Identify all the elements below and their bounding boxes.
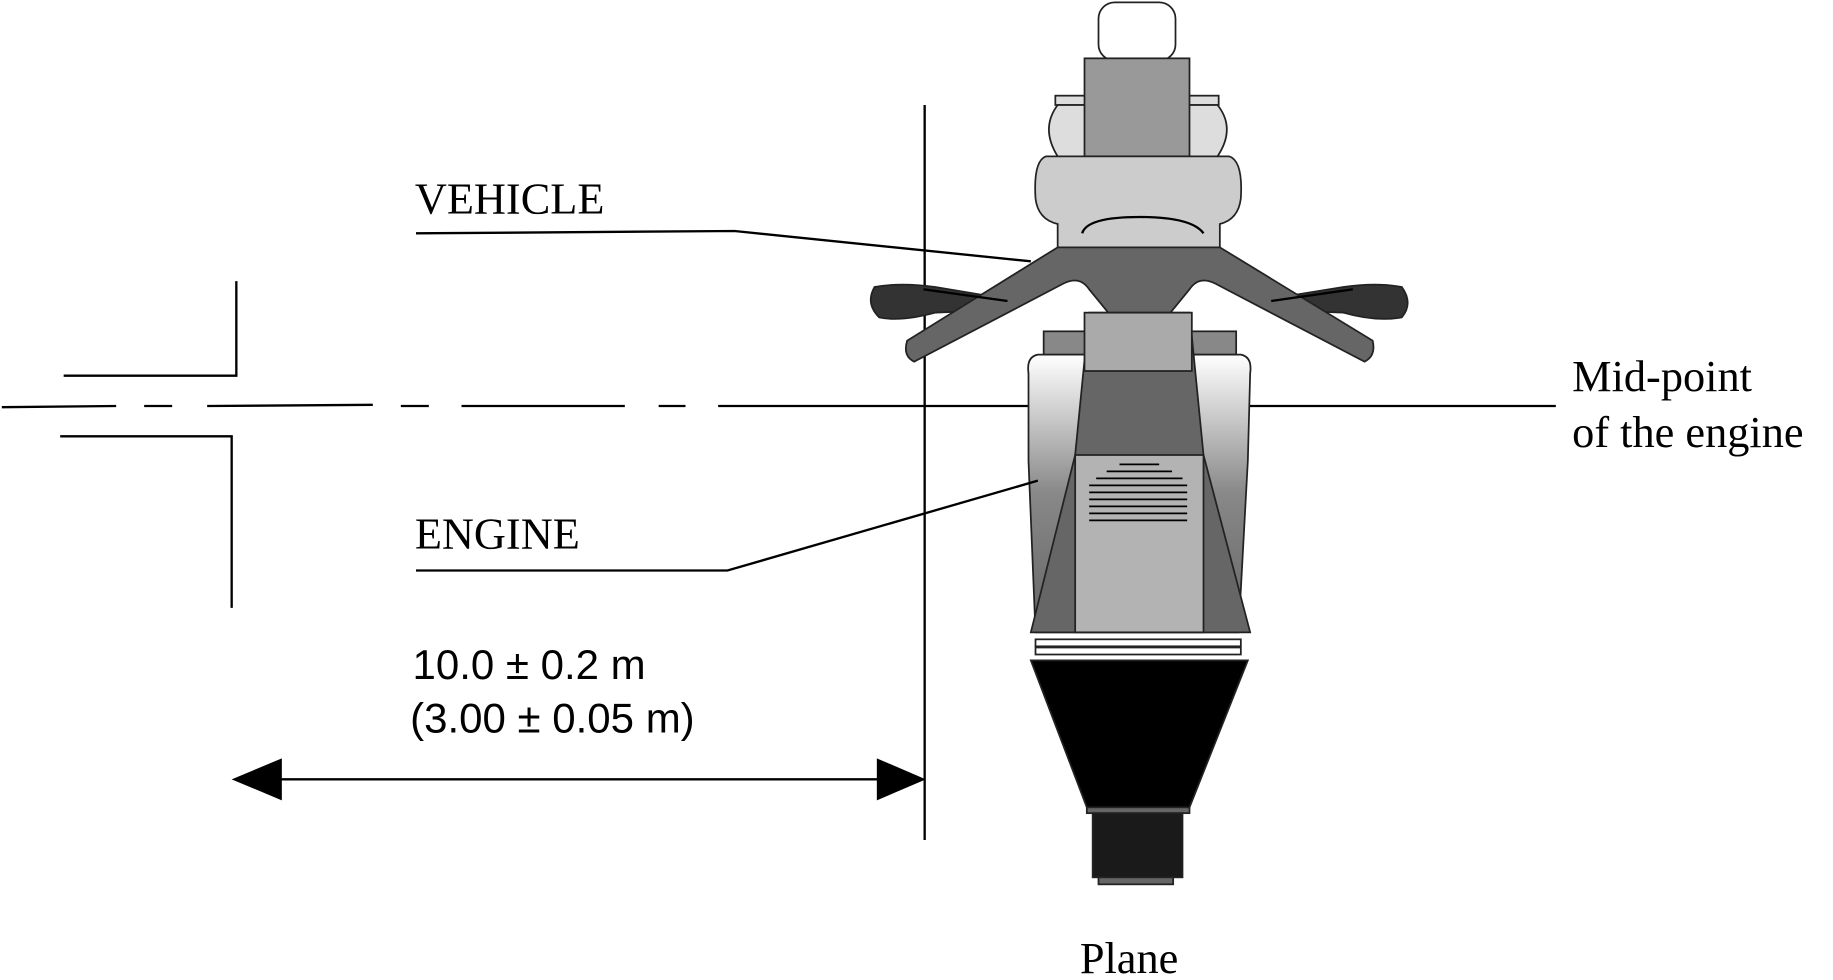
vehicle-leader-line xyxy=(415,229,1031,263)
engine-cooling-fins xyxy=(1089,463,1188,522)
engine-leader-line xyxy=(416,479,1039,572)
engine-midpoint-line xyxy=(1,403,1556,409)
midpoint-label-line1: Mid-point xyxy=(1572,351,1752,401)
distance-label-alt: (3.00 ± 0.05 m) xyxy=(410,695,695,742)
engine-label: ENGINE xyxy=(415,508,580,558)
midpoint-label-line2: of the engine xyxy=(1572,407,1803,457)
distance-label: 10.0 ± 0.2 m xyxy=(413,641,646,688)
plane-label: Plane xyxy=(1080,933,1178,980)
distance-arrow xyxy=(231,758,926,801)
microphone-position-marker xyxy=(60,281,238,608)
motorcycle-top-view xyxy=(869,1,1409,886)
vehicle-label: VEHICLE xyxy=(415,174,605,224)
